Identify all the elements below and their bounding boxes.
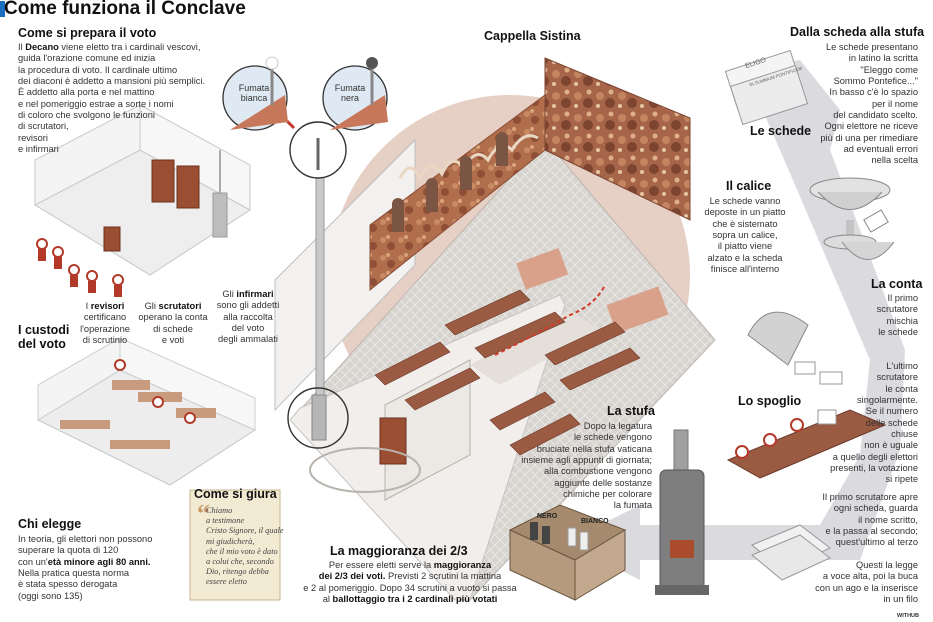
maggioranza-l4: al: [322, 593, 333, 604]
prep-text-bold: Decano: [25, 42, 59, 52]
schede-label: Le schede: [750, 124, 812, 138]
infirmari-text: Gli infirmari sono gli addetti alla racc…: [208, 289, 288, 346]
calice-text: Le schede vanno deposte in un piatto che…: [704, 196, 786, 274]
giura-heading: Come si giura: [194, 487, 277, 501]
fumata-nera-bubble: [322, 57, 388, 131]
chapel-title: Cappella Sistina: [484, 29, 581, 43]
revisori-pre: I: [85, 301, 91, 311]
chi-heading: Chi elegge: [18, 517, 82, 531]
maggioranza-l1b: maggioranza: [433, 560, 492, 570]
chimney: [284, 118, 352, 449]
calice-heading: Il calice: [726, 179, 772, 193]
nero-label: NERO: [537, 513, 558, 520]
mixing-chalice: [747, 311, 843, 385]
fumata-bianca-label: Fumata bianca: [238, 83, 270, 103]
revisori-bold: revisori: [90, 301, 125, 311]
scrutatori-bold: scrutatori: [158, 301, 202, 311]
spoglio-text-1: L'ultimo scrutatore le conta singolarmen…: [830, 361, 918, 485]
stufa-heading: La stufa: [607, 404, 655, 418]
cardinal-benches: [374, 289, 641, 456]
spoglio-heading: Lo spoglio: [738, 394, 802, 408]
prep-heading: Come si prepara il voto: [18, 26, 157, 40]
prep-text-rest: viene eletto tra i cardinali vescovi, gu…: [18, 42, 206, 154]
prep-text-pre: Il: [18, 42, 26, 52]
voting-path: [494, 284, 606, 356]
maggioranza-l3: e 2 al pomeriggio. Dopo 34 scrutini a vu…: [303, 582, 517, 593]
page-title: Come funziona il Conclave: [4, 0, 246, 19]
svg-text:“: “: [197, 499, 210, 528]
maggioranza-l2: Previsti 2 scrutini la mattina: [385, 571, 502, 582]
prep-text: Il Decano viene eletto tra i cardinali v…: [18, 42, 228, 155]
chi-text-rest: Nella pratica questa norma è stata spess…: [18, 567, 130, 601]
scheda-text: Le schede presentano in latino la scritt…: [820, 42, 918, 166]
fumata-nera-label: Fumata nera: [334, 83, 366, 103]
scrutatori-text: Gli scrutatori operano la conta di sched…: [132, 301, 214, 346]
left-top-room: [33, 104, 251, 276]
left-mid-room: [36, 337, 257, 486]
scrutatori-pre: Gli: [144, 301, 159, 311]
maggioranza-l4b: ballottaggio tra i 2 cardinali più votat…: [332, 593, 498, 604]
chi-text-pre: In teoria, gli elettori non possono supe…: [18, 534, 153, 567]
maggioranza-text: Per essere eletti serve la maggioranza de…: [290, 560, 530, 605]
chi-text-bold: età minore agli 80 anni.: [47, 556, 151, 567]
scrutiny-table: [726, 409, 887, 479]
stove: [655, 429, 709, 595]
infirmari-pre: Gli: [222, 289, 237, 299]
revisori-text: I revisori certificano l'operazione di s…: [70, 301, 140, 346]
infirmari-rest: sono gli addetti alla raccolta del voto …: [216, 300, 280, 345]
ballot-cards: [724, 49, 809, 126]
spoglio-text-2: Il primo scrutatore apre ogni scheda, gu…: [822, 492, 918, 548]
cardinal-figures: [36, 238, 124, 297]
chemical-box: [508, 504, 627, 601]
spoglio-text-3: Questi la legge a voce alta, poi la buca…: [815, 560, 918, 604]
maggioranza-l1: Per essere eletti serve la: [328, 560, 434, 570]
scheda-heading: Dalla scheda alla stufa: [790, 25, 925, 39]
chi-text: In teoria, gli elettori non possono supe…: [18, 534, 193, 602]
stufa-text: Dopo la legatura le schede vengono bruci…: [521, 421, 652, 511]
chalice: [809, 177, 895, 260]
bianco-label: BIANCO: [581, 518, 609, 525]
revisori-rest: certificano l'operazione di scrutinio: [80, 312, 130, 345]
ballot-stack: [751, 524, 831, 581]
sistine-chapel-model: [274, 57, 716, 601]
custodi-heading: I custodi del voto: [18, 323, 70, 351]
maggioranza-l2b: dei 2/3 dei voti.: [318, 571, 386, 582]
conta-heading: La conta: [871, 277, 923, 291]
oath-scroll: “: [189, 489, 281, 601]
fumata-bianca-bubble: [222, 56, 288, 131]
giura-quote: Chiamo a testimone Cristo Signore, il qu…: [206, 506, 284, 587]
credit: WITHUB: [897, 613, 919, 619]
maggioranza-heading: La maggioranza dei 2/3: [330, 544, 468, 558]
title-accent-bar: [0, 1, 5, 17]
scrutatori-rest: operano la conta di schede e voti: [138, 312, 208, 345]
conta-text: Il primo scrutatore mischia le schede: [876, 293, 918, 337]
infirmari-bold: infirmari: [236, 289, 274, 299]
